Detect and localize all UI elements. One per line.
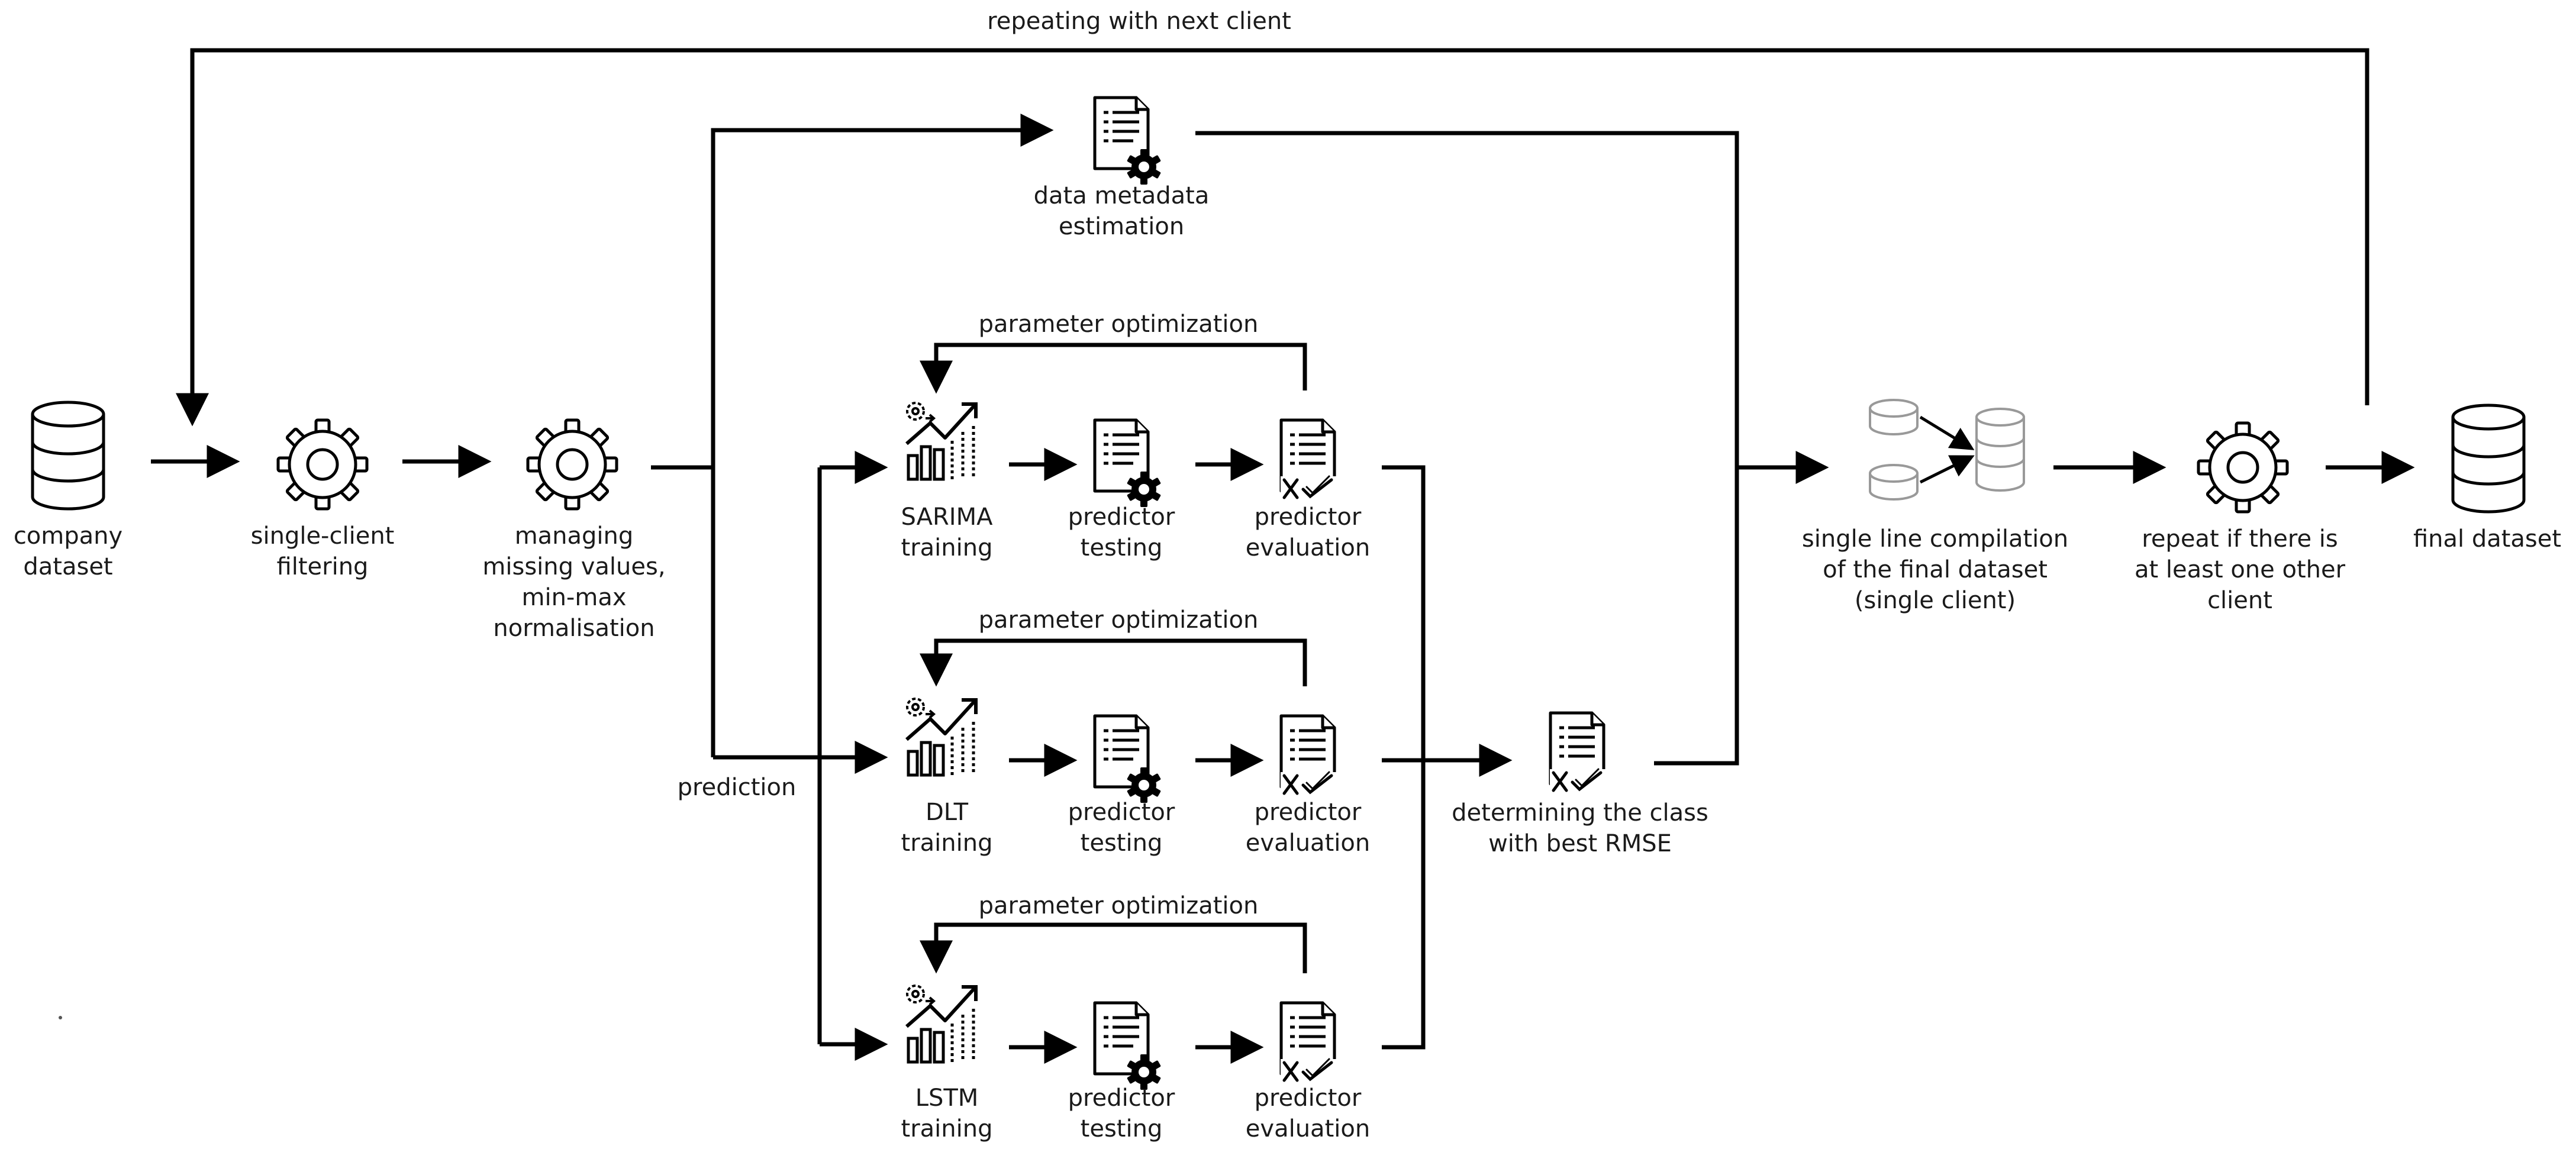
company-dataset-label: company dataset (0, 521, 139, 582)
label-line: single line compilation (1801, 525, 2069, 553)
evaluation-label: predictor evaluation (1219, 797, 1397, 858)
loop-connector (176, 48, 2369, 427)
loop-label: repeating with next client (917, 6, 1361, 37)
gear-icon (278, 420, 367, 509)
best-rmse-label: determining the class with best RMSE (1432, 798, 1728, 859)
label-line: parameter optimization (978, 892, 1259, 919)
label-line: normalisation (493, 615, 655, 642)
label-line: client (2207, 587, 2272, 614)
database-icon (2453, 405, 2524, 512)
label-line: predictor (1254, 503, 1362, 531)
document-check-icon (1281, 420, 1337, 501)
label-line: filtering (276, 553, 369, 580)
metadata-label: data metadata estimation (1009, 180, 1234, 242)
param-opt-label: parameter optimization (947, 890, 1290, 921)
label-line: final dataset (2413, 525, 2562, 553)
testing-label: predictor testing (1039, 797, 1204, 858)
label-line: testing (1080, 1115, 1163, 1142)
stray-dot (59, 1016, 62, 1019)
label-line: managing (514, 522, 634, 550)
database-icon (33, 402, 104, 509)
label-line: predictor (1068, 799, 1175, 826)
training-chart-icon (907, 699, 976, 775)
label-line: parameter optimization (978, 606, 1259, 634)
label-line: min-max (521, 584, 627, 611)
document-check-icon (1281, 1003, 1337, 1084)
label-line: evaluation (1245, 1115, 1371, 1142)
label-line: testing (1080, 829, 1163, 857)
document-check-icon (1281, 716, 1337, 797)
gear-icon (2198, 423, 2287, 512)
managing-label: managing missing values, min-max normalisat… (468, 521, 681, 644)
document-check-icon (1550, 713, 1606, 794)
evaluation-label: predictor evaluation (1219, 502, 1397, 563)
testing-label: predictor testing (1039, 502, 1204, 563)
label-line: predictor (1254, 1084, 1362, 1112)
label-line: predictor (1068, 503, 1175, 531)
label-line: training (901, 1115, 993, 1142)
testing-label: predictor testing (1039, 1083, 1204, 1144)
label-line: evaluation (1245, 534, 1371, 561)
document-gear-icon (1095, 420, 1161, 507)
label-line: at least one other (2134, 556, 2346, 583)
lstm-label: LSTM training (864, 1083, 1030, 1144)
label-line: LSTM (915, 1084, 979, 1112)
label-line: data metadata (1033, 182, 1210, 209)
label-line: missing values, (482, 553, 666, 580)
label-line: dataset (23, 553, 113, 580)
param-opt-label: parameter optimization (947, 309, 1290, 340)
merge-databases-icon (1870, 400, 2024, 499)
label-line: with best RMSE (1488, 830, 1672, 857)
label-line: predictor (1254, 799, 1362, 826)
label-line: company (13, 522, 123, 550)
training-chart-icon (907, 403, 976, 479)
label-line: DLT (925, 799, 968, 826)
label-line: SARIMA (901, 503, 993, 531)
label-line: training (901, 534, 993, 561)
final-dataset-label: final dataset (2398, 524, 2576, 554)
param-loop-1 (920, 343, 1307, 394)
compilation-label: single line compilation of the final data… (1787, 524, 2083, 616)
gear-icon (528, 420, 617, 509)
param-loop-2 (920, 638, 1307, 687)
label-line: evaluation (1245, 829, 1371, 857)
label-line: prediction (677, 774, 797, 801)
label-line: parameter optimization (978, 311, 1259, 338)
label-line: of the final dataset (1823, 556, 2048, 583)
document-gear-icon (1095, 1003, 1161, 1090)
dlt-label: DLT training (864, 797, 1030, 858)
document-gear-icon (1095, 716, 1161, 803)
label-line: testing (1080, 534, 1163, 561)
prediction-label: prediction (660, 772, 814, 803)
metadata-connector (1195, 131, 1739, 467)
arrow-to-metadata (711, 114, 1054, 757)
label-line: estimation (1058, 213, 1185, 240)
sarima-label: SARIMA training (864, 502, 1030, 563)
label-line: training (901, 829, 993, 857)
param-loop-3 (920, 922, 1307, 974)
training-chart-icon (907, 986, 976, 1062)
label-line: single-client (250, 522, 395, 550)
label-line: predictor (1068, 1084, 1175, 1112)
collect-connector (1382, 465, 1426, 1050)
evaluation-label: predictor evaluation (1219, 1083, 1397, 1144)
label-line: repeat if there is (2142, 525, 2338, 553)
rmse-connector (1654, 467, 1739, 766)
param-opt-label: parameter optimization (947, 605, 1290, 635)
label-line: repeating with next client (987, 8, 1291, 35)
filtering-label: single-client filtering (231, 521, 414, 582)
label-line: (single client) (1854, 587, 2016, 614)
document-gear-icon (1095, 98, 1161, 185)
label-line: determining the class (1452, 799, 1708, 827)
repeat-label: repeat if there is at least one other clie… (2110, 524, 2370, 616)
